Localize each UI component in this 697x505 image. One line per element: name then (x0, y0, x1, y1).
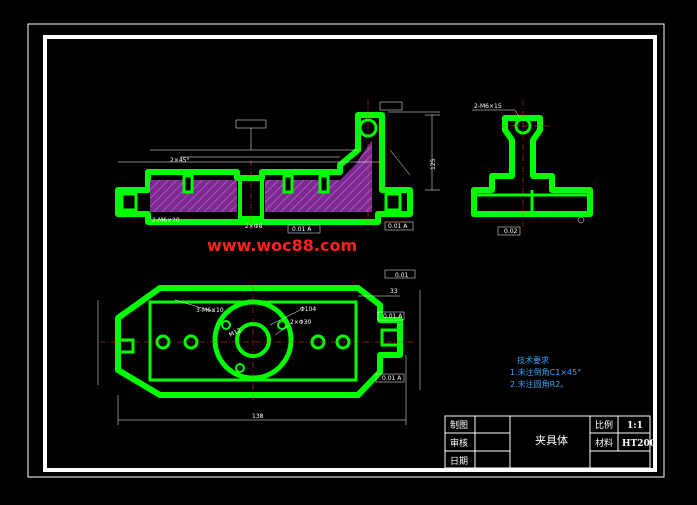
front-tolerance-b: 0.01 A (388, 223, 408, 230)
top-diameter-outer: Φ104 (300, 306, 316, 313)
side-view: 2-M6×15 0.02 (471, 100, 593, 236)
title-material-label: 材料 (595, 437, 613, 449)
front-height-dim: 125 (430, 158, 437, 170)
top-pin-b (277, 320, 287, 330)
title-material-value: HT200 (622, 439, 656, 449)
top-view-outline (115, 285, 403, 398)
side-callout-thread: 2-M6×15 (474, 103, 502, 110)
title-part-name: 夹具体 (535, 433, 568, 447)
title-block (444, 415, 651, 469)
top-tolerance-a: 0.01 A (383, 313, 403, 320)
front-chamfer: 2×45° (170, 157, 189, 164)
front-slot-2 (282, 174, 294, 194)
front-view-section-hatch (150, 140, 372, 212)
title-scale-label: 比例 (595, 419, 613, 431)
tech-requirements-title: 技术要求 (517, 355, 549, 365)
top-pin-c (235, 363, 245, 373)
front-right-lug (384, 192, 402, 212)
top-left-slot (118, 338, 135, 354)
top-tolerance-b: 0.01 A (382, 375, 402, 382)
drawing-frame (43, 35, 657, 472)
title-drawn-label: 制图 (450, 419, 468, 431)
tech-requirements-line1: 1.未注倒角C1×45° (510, 367, 581, 377)
tech-requirements-line2: 2.末注圆角R2。 (510, 379, 568, 389)
top-dim-33: 33 (390, 288, 398, 295)
front-diameter: 2×Φ8 (245, 223, 263, 230)
watermark-text: www.woc88.com (207, 236, 357, 255)
front-view-outline (115, 112, 413, 225)
title-date-label: 日期 (450, 456, 468, 467)
top-diameter-hole: 2×Φ30 (290, 319, 311, 326)
outer-sheet-border (27, 23, 665, 478)
tech-requirements: 技术要求 1.未注倒角C1×45° 2.末注圆角R2。 (510, 355, 581, 389)
side-tolerance: 0.02 (504, 228, 518, 235)
top-view: 3-M6×10 M12 Φ104 2×Φ30 138 33 0.01 0.01 … (97, 269, 421, 425)
title-checked-label: 审核 (450, 437, 468, 449)
front-slot-3 (318, 174, 330, 194)
side-view-outline (471, 115, 593, 217)
top-pin-a (221, 320, 231, 330)
front-view: 2-M6×20 2×45° 125 0.01 A 0.01 A 2×Φ8 (115, 100, 440, 234)
front-slot-1 (182, 174, 194, 194)
top-width-dim: 138 (252, 413, 264, 420)
title-scale-value: 1:1 (627, 421, 643, 431)
front-left-lug (120, 192, 138, 212)
top-callout-thread: 3-M6×10 (196, 307, 224, 314)
top-tolerance-flat: 0.01 (395, 272, 409, 279)
front-tolerance-a: 0.01 A (292, 226, 312, 233)
top-right-slot (380, 328, 400, 347)
top-callout-m12: M12 (228, 327, 243, 339)
front-callout-tapped: 2-M6×20 (152, 217, 180, 224)
